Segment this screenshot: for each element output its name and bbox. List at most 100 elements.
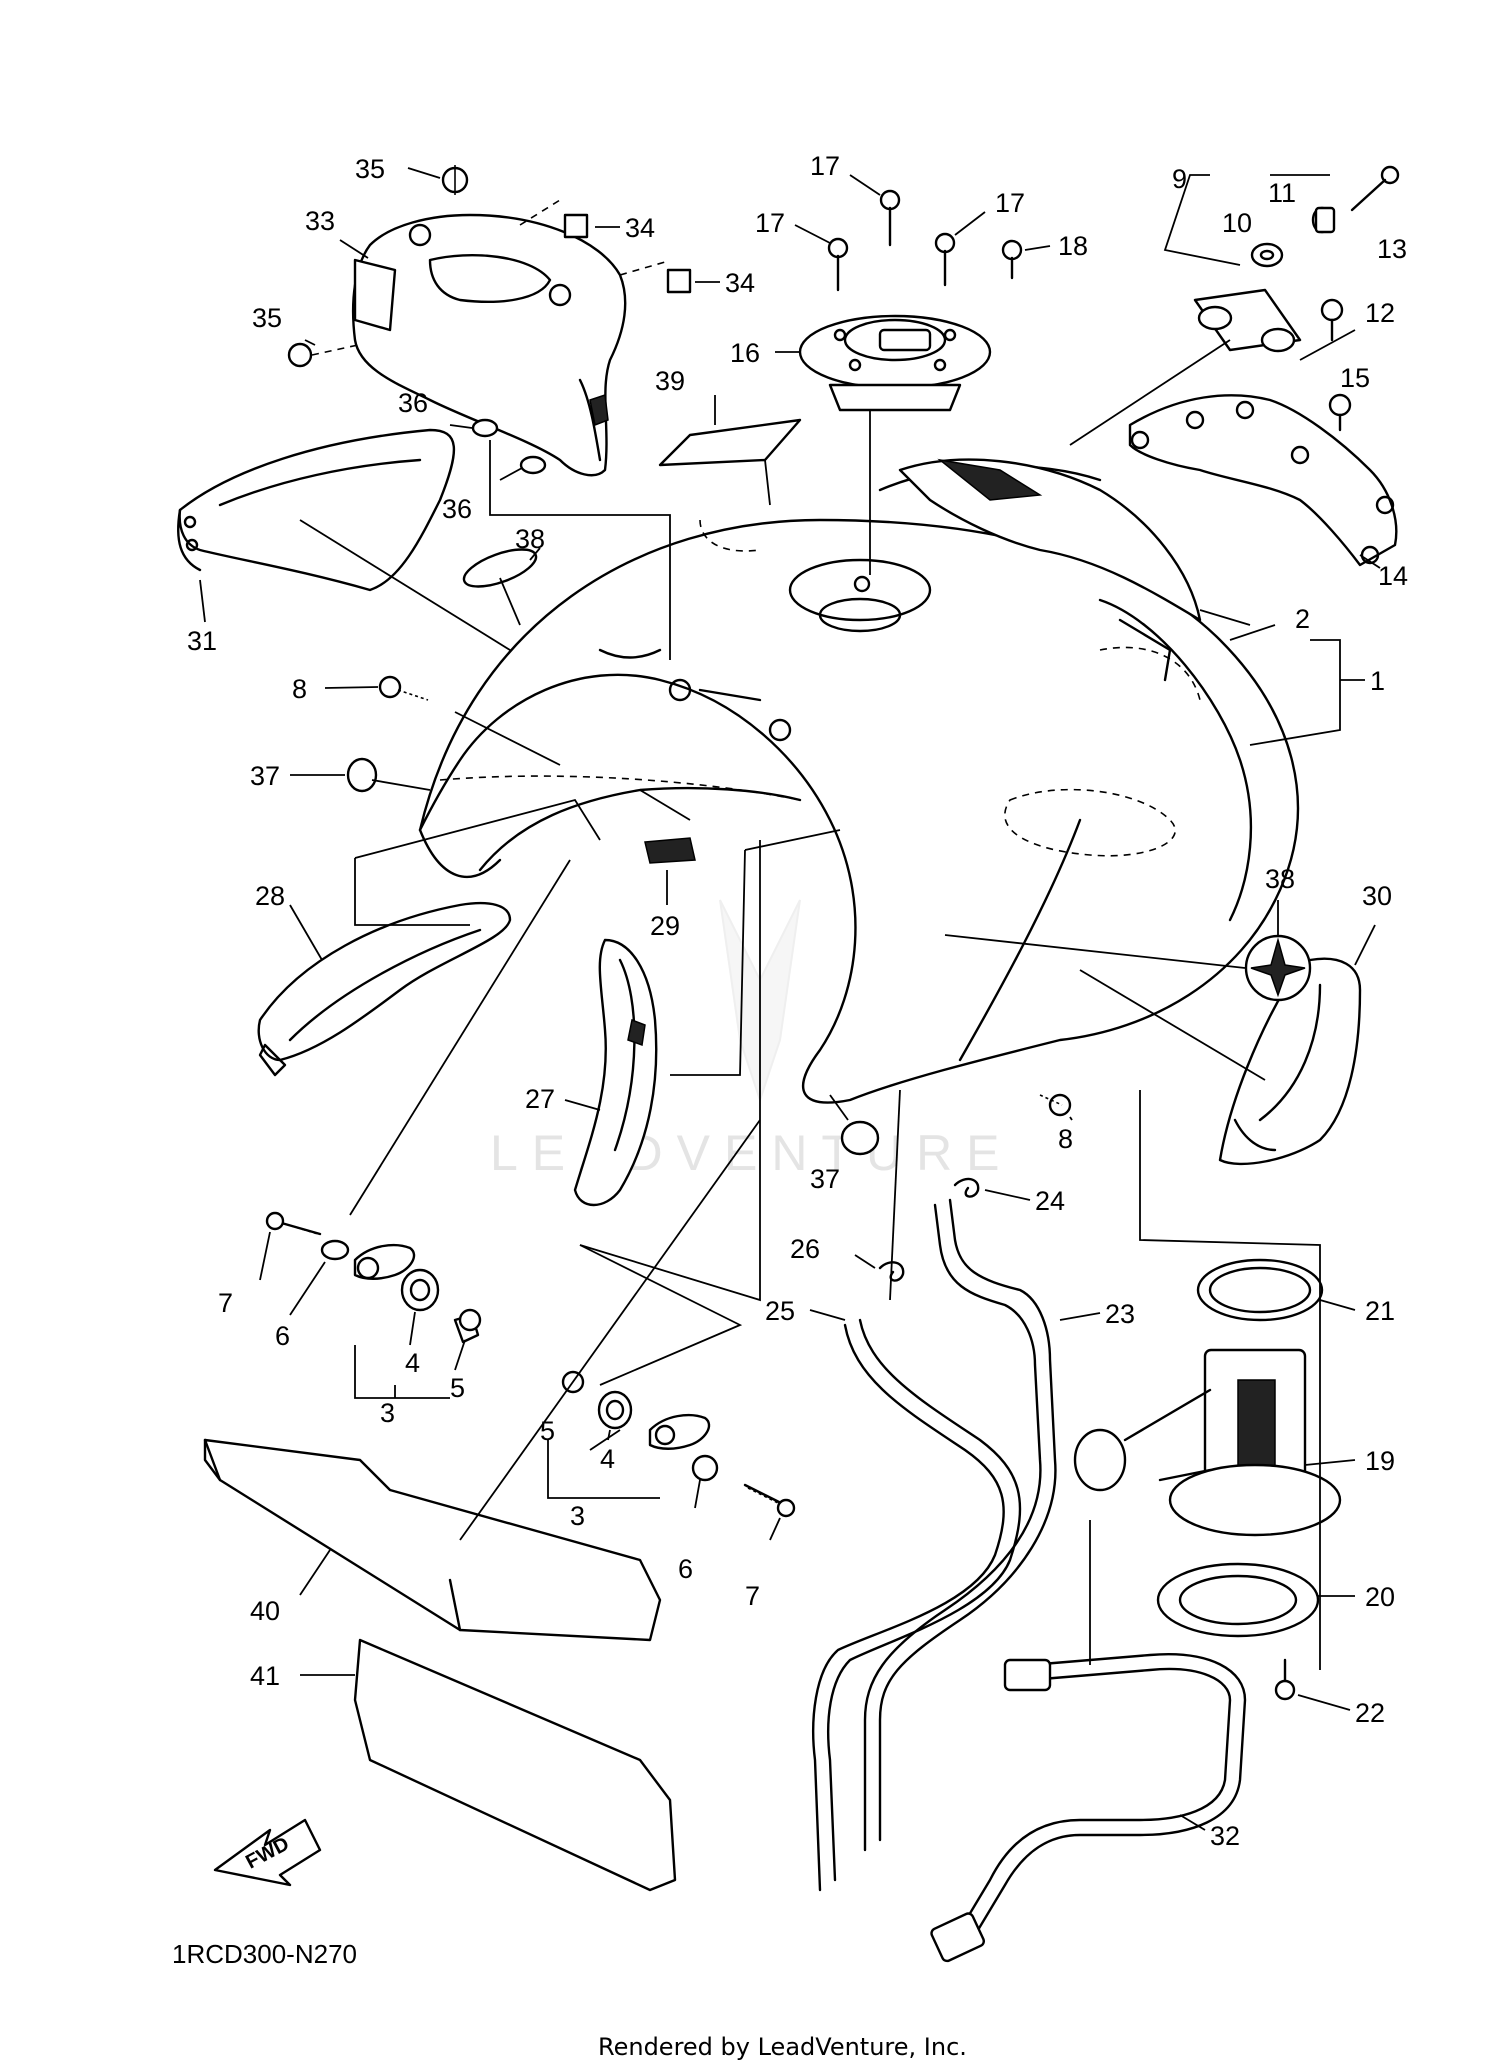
side-cover-left <box>177 428 456 592</box>
callout-37: 37 <box>250 761 280 791</box>
callout-17: 17 <box>810 151 840 181</box>
bushing-10 <box>1250 242 1284 268</box>
callout-17: 17 <box>755 208 785 238</box>
retainer-plate-20 <box>1156 1562 1320 1638</box>
callout-3: 3 <box>380 1398 395 1428</box>
callout-16: 16 <box>730 338 760 368</box>
callout-33: 33 <box>305 206 335 236</box>
tank-decal <box>898 458 1202 622</box>
inner-panel-28 <box>257 901 512 1077</box>
callout-37: 37 <box>810 1164 840 1194</box>
nut-34-a <box>563 213 589 239</box>
callout-1: 1 <box>1370 666 1385 696</box>
callout-17: 17 <box>995 188 1025 218</box>
callout-30: 30 <box>1362 881 1392 911</box>
bolt-12 <box>1320 298 1344 342</box>
callout-3: 3 <box>570 1501 585 1531</box>
bolt-8-upper <box>378 675 429 701</box>
callout-34: 34 <box>625 213 655 243</box>
callout-21: 21 <box>1365 1296 1395 1326</box>
fwd-arrow-icon: FWD <box>213 1818 322 1887</box>
plate-39 <box>658 418 802 467</box>
gasket-21 <box>1196 1258 1324 1322</box>
watermark-text: LEADVENTURE <box>490 1125 1014 1181</box>
callout-18: 18 <box>1058 231 1088 261</box>
inner-panel-27 <box>573 938 658 1207</box>
callout-14: 14 <box>1378 561 1408 591</box>
emblem-38-upper <box>462 548 538 588</box>
callout-11: 11 <box>1268 178 1296 208</box>
callout-34: 34 <box>725 268 755 298</box>
callout-19: 19 <box>1365 1446 1395 1476</box>
leader-lines <box>199 167 1381 1831</box>
callout-28: 28 <box>255 881 285 911</box>
bolt-17-c <box>934 232 956 287</box>
callout-9: 9 <box>1172 164 1187 194</box>
callout-23: 23 <box>1105 1299 1135 1329</box>
callout-24: 24 <box>1035 1186 1065 1216</box>
callout-6: 6 <box>275 1321 290 1351</box>
bolt-8-lower <box>1039 1093 1072 1117</box>
callout-12: 12 <box>1365 298 1395 328</box>
bolt-18 <box>1001 239 1023 280</box>
callout-20: 20 <box>1365 1582 1395 1612</box>
bolt-22 <box>1274 1658 1296 1701</box>
callout-36: 36 <box>398 388 428 418</box>
callout-22: 22 <box>1355 1698 1385 1728</box>
callout-2: 2 <box>1295 604 1310 634</box>
callout-13: 13 <box>1377 234 1407 264</box>
callout-5: 5 <box>540 1416 555 1446</box>
grommet-37-upper <box>346 757 378 793</box>
callout-32: 32 <box>1210 1821 1240 1851</box>
emblem-38-lower <box>1244 934 1312 1002</box>
screw-35-top <box>441 165 469 195</box>
bolt-17-a <box>879 189 901 247</box>
tank-cover <box>351 213 627 477</box>
bracket-right-assembly <box>561 1370 796 1518</box>
callout-27: 27 <box>525 1084 555 1114</box>
callout-4: 4 <box>405 1348 420 1378</box>
clip-24 <box>953 1177 980 1198</box>
fuel-tank <box>418 464 1299 1104</box>
callout-8: 8 <box>292 674 307 704</box>
hose-23 <box>863 1198 1057 1852</box>
fuel-cap-assembly <box>798 314 992 412</box>
callout-26: 26 <box>790 1234 820 1264</box>
render-credit: Rendered by LeadVenture, Inc. <box>598 2033 967 2061</box>
callout-39: 39 <box>655 366 685 396</box>
bolt-15 <box>1328 393 1352 432</box>
grommet-36-b <box>519 455 547 475</box>
callout-41: 41 <box>250 1661 280 1691</box>
hose-32 <box>930 1653 1247 1963</box>
fuel-pump-19 <box>1073 1348 1342 1537</box>
damper-41 <box>353 1638 677 1892</box>
callout-5: 5 <box>450 1373 465 1403</box>
bracket-left-assembly <box>265 1211 482 1344</box>
callout-15: 15 <box>1340 363 1370 393</box>
callout-7: 7 <box>745 1581 760 1611</box>
callout-36: 36 <box>442 494 472 524</box>
callout-4: 4 <box>600 1444 615 1474</box>
callout-31: 31 <box>187 626 217 656</box>
bracket-14 <box>1128 394 1398 567</box>
bolt-17-b <box>827 237 849 292</box>
grommet-36-a <box>471 418 499 438</box>
callout-labels: 1 2 3 3 4 4 5 5 6 6 7 7 8 8 9 10 11 12 1… <box>187 151 1408 1851</box>
grommet-37-lower <box>840 1120 880 1156</box>
rubber-29 <box>644 837 696 864</box>
collar-11 <box>1311 206 1336 234</box>
mount-bracket-9 <box>1193 288 1302 353</box>
callout-6: 6 <box>678 1554 693 1584</box>
callout-35: 35 <box>252 303 282 333</box>
callout-25: 25 <box>765 1296 795 1326</box>
callout-10: 10 <box>1222 208 1252 238</box>
callout-40: 40 <box>250 1596 280 1626</box>
hose-25 <box>812 1318 1022 1892</box>
callout-38: 38 <box>515 524 545 554</box>
damper-40 <box>203 1438 662 1642</box>
callout-29: 29 <box>650 911 680 941</box>
callout-7: 7 <box>218 1288 233 1318</box>
diagram-code: 1RCD300-N270 <box>172 1939 357 1969</box>
screw-35-side <box>287 342 313 368</box>
